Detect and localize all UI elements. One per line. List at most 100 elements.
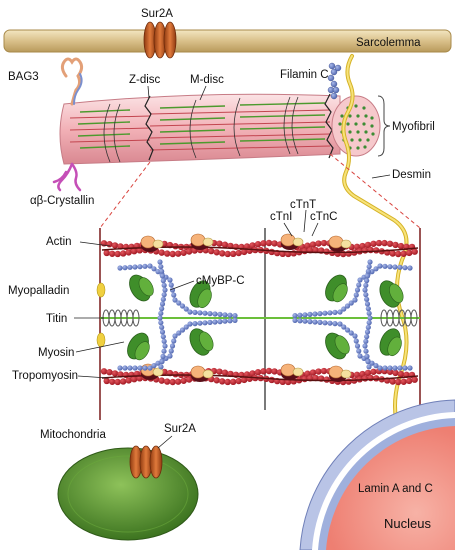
actin-bottom-bead [362, 375, 369, 382]
thick-filament-bead [363, 292, 369, 298]
sarcolemma-label: Sarcolemma [356, 37, 421, 49]
ctnt-label: cTnT [290, 199, 316, 211]
thick-filament-bead [373, 266, 379, 272]
thick-filament-bead [354, 287, 361, 293]
actin-bottom-bead [103, 377, 110, 385]
actin-bottom-bead [120, 378, 127, 385]
thick-filament-bead [297, 318, 303, 324]
thick-filament-bead [377, 263, 383, 269]
actin-top-bead [312, 246, 319, 254]
thick-filament-bead [159, 306, 165, 312]
myofibril-label: Myofibril [392, 121, 435, 133]
myosin-head [387, 336, 402, 357]
myofibril-cylinder [59, 93, 341, 165]
thick-filament-bead [366, 310, 372, 316]
troponin-i-shape [292, 367, 304, 377]
cmybpc-label: cMyBP-C [196, 275, 245, 287]
actin-top-bead [362, 247, 369, 254]
thick-filament-bead [377, 365, 383, 371]
thick-filament-bead [179, 327, 186, 333]
actin-top-bead [268, 248, 275, 256]
myopalladin-left-2 [96, 332, 106, 348]
thick-filament-bead [382, 365, 388, 371]
thick-filament-bead [322, 310, 328, 316]
actin-top-bead [175, 250, 182, 257]
thick-filament-bead [365, 268, 371, 274]
thick-filament-bead [332, 309, 338, 315]
thick-filament-bead [160, 353, 166, 359]
thick-filament-bead [387, 264, 393, 270]
thick-filament-bead [158, 364, 164, 370]
troponin-i-shape [202, 237, 214, 247]
thick-filament-bead [362, 343, 368, 349]
thick-filament-bead [157, 259, 163, 265]
myosin-label: Myosin [38, 347, 74, 359]
thick-filament-bead [322, 320, 328, 326]
thick-filament-bead [151, 266, 157, 272]
titin-coil-left [102, 309, 140, 327]
actin-top-bead [186, 248, 193, 255]
thick-filament-bead [160, 334, 166, 340]
actin-top-bead [114, 250, 121, 258]
sur2a-top-label: Sur2A [141, 8, 173, 20]
actin-top-bead [392, 241, 399, 249]
thick-filament-bead [157, 315, 163, 321]
thick-filament-bead [348, 330, 354, 336]
thick-filament-bead [357, 353, 363, 359]
actin-bottom-bead [323, 376, 330, 383]
actin-bottom-bead [315, 368, 322, 375]
troponin-i-shape [152, 367, 164, 377]
myopalladin-label: Myopalladin [8, 285, 69, 297]
thick-filament-bead [341, 306, 347, 312]
actin-top-bead [309, 241, 317, 248]
thick-filament-bead [366, 364, 372, 370]
actin-bottom-bead [268, 376, 275, 384]
thick-filament-bead [183, 324, 189, 330]
thick-filament-bead [327, 320, 333, 326]
actin-top-bead [109, 250, 116, 257]
thick-filament-bead [127, 365, 133, 371]
troponin-t-shape [328, 365, 344, 379]
thick-filament-bead [407, 265, 413, 271]
actin-top-bead [320, 239, 328, 247]
actin-top-bead [219, 250, 226, 257]
titin-label: Titin [46, 313, 67, 325]
actin-top-bead [411, 248, 418, 255]
actin-top-bead [131, 248, 138, 255]
actin-bottom-bead [397, 370, 405, 378]
actin-top-bead [221, 241, 229, 248]
thick-filament-bead [162, 343, 168, 349]
thick-filament-bead [402, 365, 408, 371]
actin-bottom-bead [392, 369, 399, 377]
mitochondrion [57, 447, 199, 541]
actin-top-bead [279, 250, 286, 258]
actin-bottom-bead [254, 369, 262, 376]
thick-filament-bead [202, 320, 208, 326]
troponin-t-shape [190, 365, 206, 379]
thick-filament-bead [364, 334, 370, 340]
actin-bottom-bead [345, 378, 352, 385]
lamin-label: Lamin A and C [358, 483, 433, 495]
thick-filament-bead [158, 310, 164, 316]
thick-filament-bead [364, 278, 370, 284]
desmin-label: Desmin [392, 169, 431, 181]
thick-filament-bead [227, 318, 233, 324]
thick-filament-bead [363, 338, 369, 344]
thick-filament-bead [160, 278, 166, 284]
thick-filament-bead [187, 309, 193, 315]
thick-filament-bead [227, 312, 233, 318]
actin-top-bead [158, 249, 165, 256]
myosin-head [138, 277, 154, 297]
myosin-heads [127, 274, 404, 361]
thick-filament-bead [159, 324, 165, 330]
thick-filament-bead [364, 329, 371, 335]
thick-filament-bead [159, 268, 165, 274]
filamin-c-chain [327, 62, 342, 100]
actin-bottom-bead [186, 376, 193, 383]
myosin-head [334, 335, 350, 355]
actin-bottom-bead [106, 369, 113, 376]
actin-top-bead [375, 239, 383, 247]
thick-filament-bead [151, 363, 157, 369]
thick-filament-bead [344, 303, 351, 309]
